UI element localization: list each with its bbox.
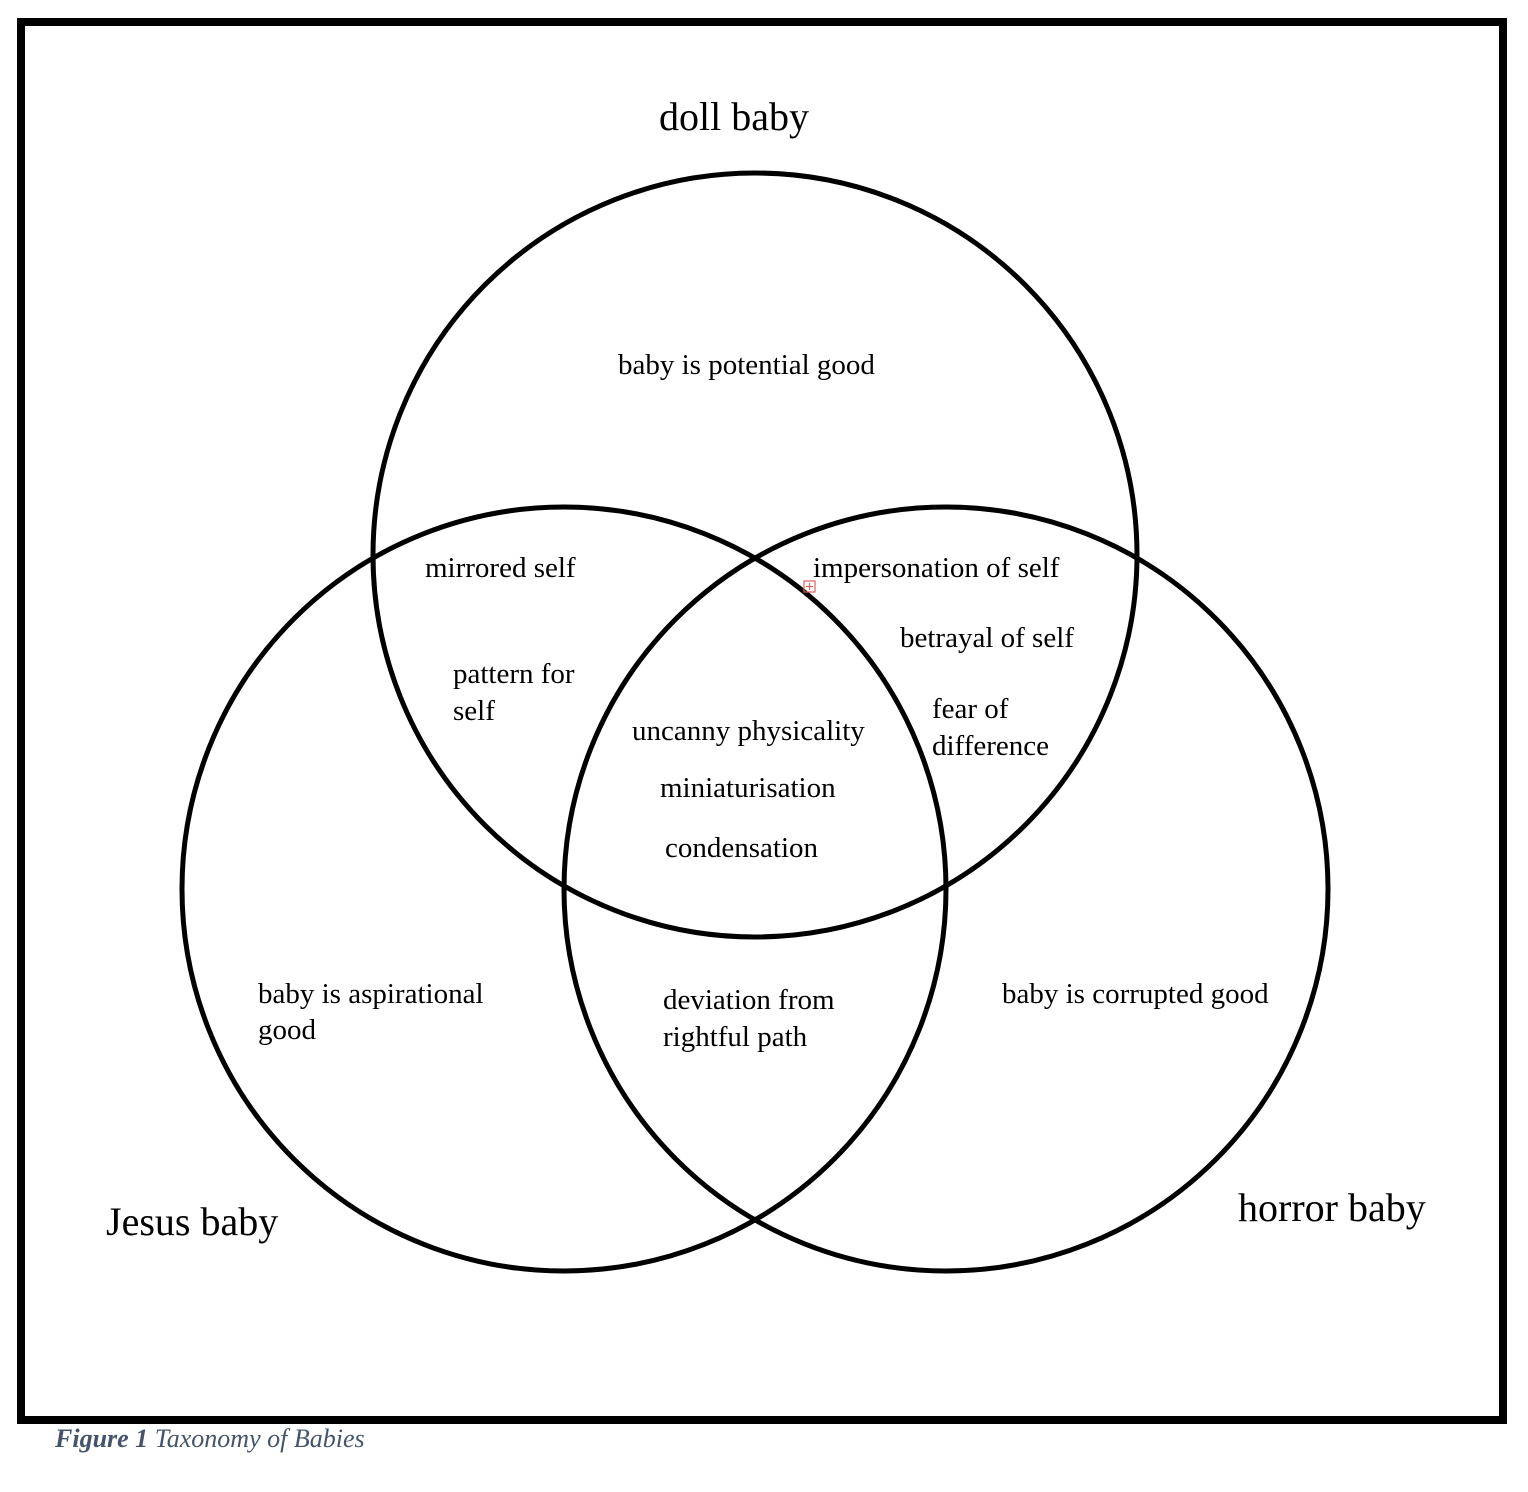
figure-caption-text: Taxonomy of Babies: [148, 1424, 365, 1453]
set-label-horror-baby: horror baby: [1238, 1185, 1426, 1230]
region-doll-only-text: baby is potential good: [618, 349, 875, 381]
set-label-doll-baby: doll baby: [659, 94, 809, 139]
region-doll-jesus-text-1: mirrored self: [425, 552, 576, 584]
venn-diagram: doll baby Jesus baby horror baby baby is…: [17, 18, 1507, 1424]
region-center-text-2: miniaturisation: [660, 772, 836, 804]
region-doll-horror-text-4: difference: [932, 730, 1049, 762]
region-jesus-only-text-1: baby is aspirational: [258, 978, 484, 1010]
circle-doll-baby: [370, 170, 1140, 940]
set-label-jesus-baby: Jesus baby: [106, 1199, 278, 1244]
region-jesus-horror-text-2: rightful path: [663, 1021, 808, 1053]
region-doll-jesus-text-3: self: [453, 695, 495, 727]
diagram-frame: [17, 18, 1507, 1424]
circle-jesus-baby: [179, 504, 949, 1274]
region-horror-only-text: baby is corrupted good: [1002, 978, 1269, 1010]
region-doll-horror-text-2: betrayal of self: [900, 622, 1074, 654]
figure-caption-label: Figure 1: [55, 1424, 149, 1453]
region-center-text-3: condensation: [665, 832, 819, 864]
region-jesus-only-text-2: good: [258, 1014, 317, 1046]
region-doll-horror-text-1: impersonation of self: [813, 552, 1060, 584]
region-doll-horror-text-3: fear of: [932, 693, 1009, 725]
figure-caption: Figure 1 Taxonomy of Babies: [55, 1424, 365, 1454]
circle-horror-baby: [561, 504, 1331, 1274]
region-center-text-1: uncanny physicality: [632, 715, 865, 747]
small-marker-icon: [803, 580, 816, 593]
region-jesus-horror-text-1: deviation from: [663, 984, 835, 1016]
region-doll-jesus-text-2: pattern for: [453, 658, 575, 690]
